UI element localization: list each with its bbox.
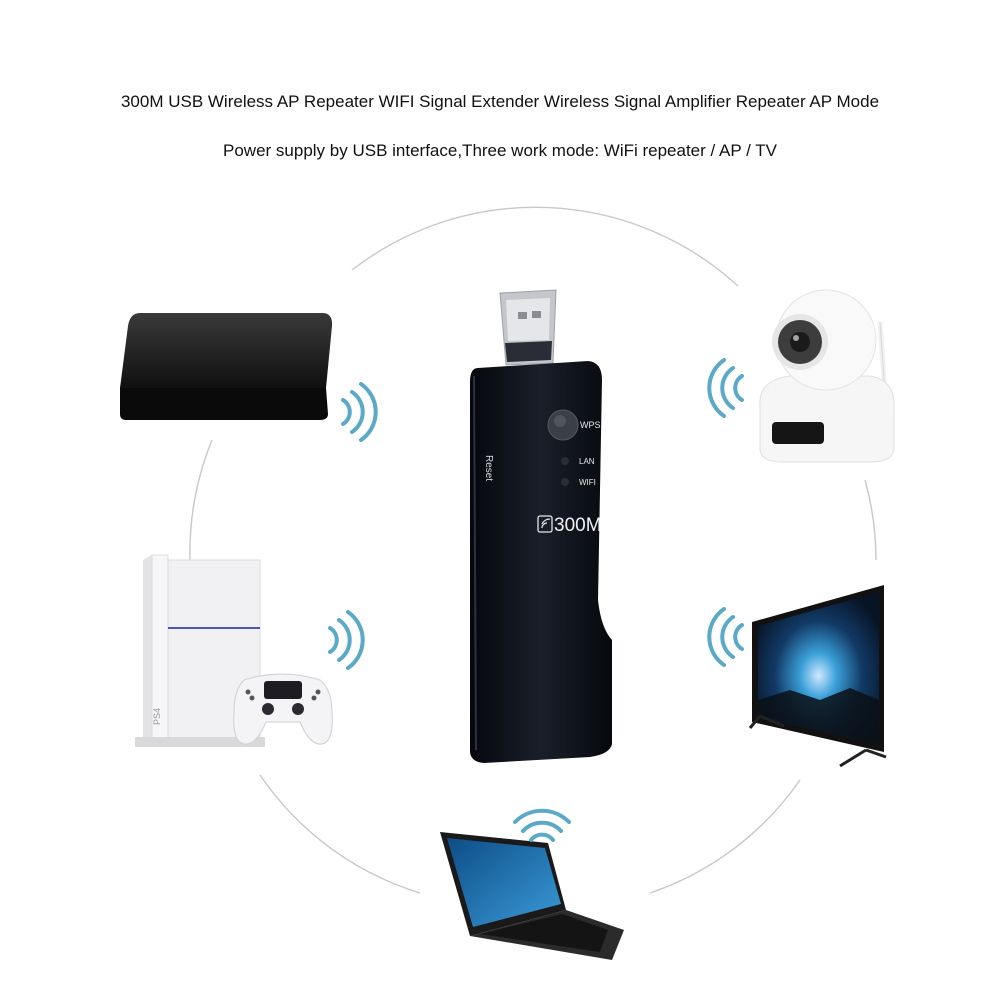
wifi-signal-icon (328, 358, 744, 842)
connection-circle (189, 206, 877, 894)
set-top-box-icon (120, 313, 333, 420)
model-label: 300M (554, 515, 602, 536)
wifi-led (561, 478, 569, 486)
headline: 300M USB Wireless AP Repeater WIFI Signa… (120, 92, 880, 111)
wifi-badge-icon (537, 515, 553, 533)
smart-tv-icon (748, 585, 887, 768)
wps-label: WPS (580, 420, 601, 430)
game-console-icon: PS4 (135, 554, 265, 747)
gamepad-icon (233, 673, 333, 745)
lan-label: LAN (579, 457, 595, 466)
subheadline: Power supply by USB interface,Three work… (223, 141, 777, 160)
usb-repeater-device: WPS LAN WIFI Reset 300M (470, 289, 612, 763)
ip-camera-icon (759, 289, 895, 463)
lan-led (561, 457, 569, 465)
wifi-label: WIFI (579, 478, 596, 487)
console-label: PS4 (152, 708, 162, 725)
laptop-icon (440, 832, 624, 960)
reset-label: Reset (483, 455, 494, 481)
